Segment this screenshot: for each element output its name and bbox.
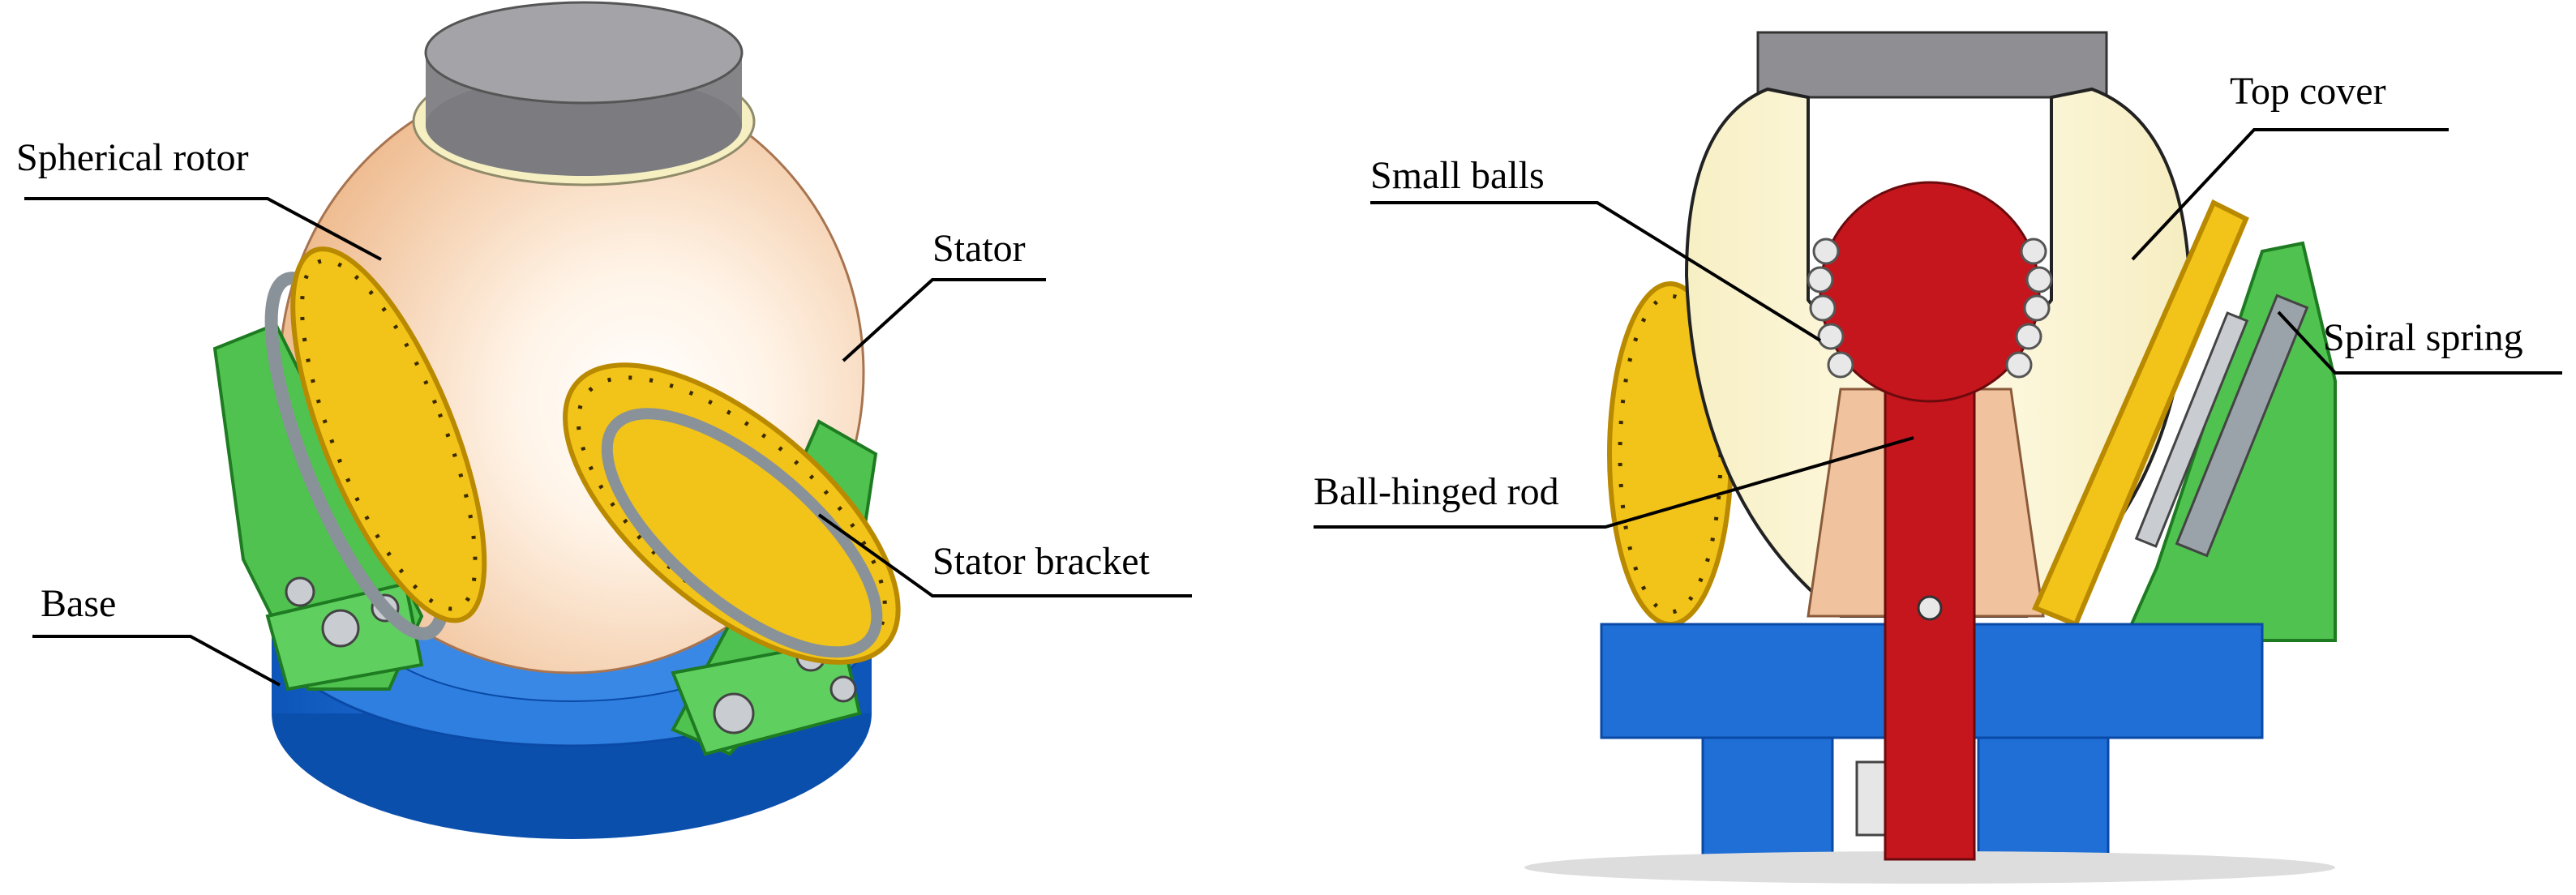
- label-spherical-rotor: Spherical rotor: [16, 136, 249, 179]
- small-ball: [1827, 351, 1854, 379]
- right-stator-gear: [563, 362, 901, 665]
- leader-top-cover: [2131, 128, 2449, 261]
- label-stator: Stator: [932, 227, 1026, 270]
- left-stator-gear: [290, 246, 487, 623]
- small-ball: [2005, 351, 2033, 379]
- label-top-cover: Top cover: [2230, 70, 2386, 113]
- label-spiral-spring: Spiral spring: [2323, 316, 2523, 359]
- section-base-foot-left: [1701, 736, 1834, 861]
- right-stator-part: [563, 362, 901, 665]
- small-ball: [2015, 323, 2042, 350]
- small-ball: [1807, 266, 1834, 293]
- leader-stator-bracket: [817, 513, 1192, 597]
- label-base: Base: [41, 582, 116, 625]
- small-ball: [2023, 294, 2051, 322]
- section-base-foot-right: [1977, 736, 2110, 861]
- small-ball: [2025, 266, 2053, 293]
- leader-stator: [842, 278, 1046, 362]
- rotor-cap-top: [424, 1, 744, 105]
- rod-shaft: [1884, 388, 1976, 861]
- left-screw-1: [285, 576, 315, 607]
- leader-spiral-spring: [2277, 310, 2562, 375]
- section-right-spring-2: [2134, 311, 2249, 548]
- labels: Spherical rotor Stator Stator bracket Ba…: [16, 70, 2523, 625]
- right-section-view: [1524, 31, 2337, 884]
- section-base-shadow: [1524, 851, 2335, 884]
- leader-spherical-rotor: [24, 197, 382, 261]
- left-assembly-view: [212, 1, 901, 839]
- right-screw-1: [713, 692, 755, 734]
- rod-pin: [1917, 595, 1943, 621]
- label-small-balls: Small balls: [1370, 154, 1545, 197]
- leader-base: [32, 635, 281, 687]
- right-stator-spring: [601, 408, 883, 658]
- label-ball-hinged-rod: Ball-hinged rod: [1314, 470, 1559, 513]
- small-ball: [2020, 238, 2047, 265]
- leader-ball-hinged-rod: [1314, 436, 1914, 529]
- top-block: [1756, 31, 2108, 99]
- small-ball: [1809, 294, 1837, 322]
- section-right-stator: [2032, 199, 2337, 642]
- ball-hinged-rod-part: [1819, 181, 2041, 861]
- rotor-cap-bottom-edge: [426, 75, 742, 176]
- leader-lines: [24, 128, 2562, 687]
- left-screw-2: [321, 609, 360, 648]
- right-screw-3: [829, 675, 857, 703]
- leader-small-balls: [1370, 201, 1822, 342]
- left-stator-gear-teeth: [300, 258, 478, 611]
- section-right-spring: [2175, 293, 2309, 558]
- label-stator-bracket: Stator bracket: [932, 540, 1151, 583]
- small-ball: [1812, 238, 1840, 265]
- left-stator-part: [264, 246, 487, 640]
- small-ball: [1817, 323, 1845, 350]
- small-balls-part: [1807, 238, 2053, 379]
